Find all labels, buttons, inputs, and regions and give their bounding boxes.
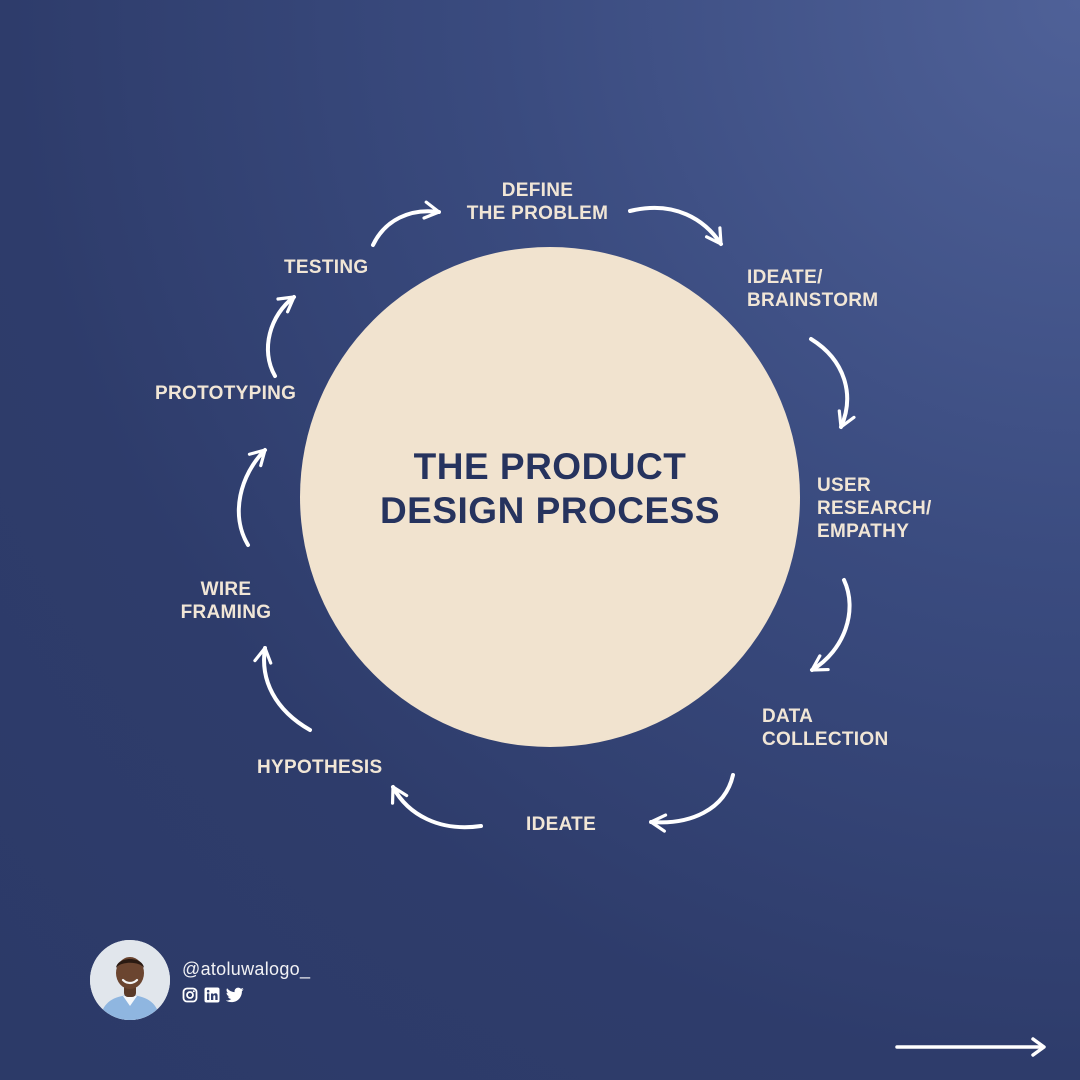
linkedin-icon[interactable] [204,987,220,1003]
avatar-portrait-icon [90,940,170,1020]
arrow-prototyping-to-testing-icon [265,295,296,378]
step-user-research-empathy: USER RESEARCH/ EMPATHY [817,474,932,543]
avatar [90,940,170,1020]
instagram-icon[interactable] [182,987,198,1003]
step-research-line-2: RESEARCH/ [817,498,932,519]
step-data-line-1: DATA [762,706,814,727]
step-define-line-1: DEFINE [501,180,574,201]
step-data-collection: DATA COLLECTION [762,705,889,751]
arrow-research-to-data-icon [810,578,852,672]
step-hypothesis: HYPOTHESIS [257,756,382,779]
step-prototyping-line-1: PROTOTYPING [155,383,297,404]
arrow-define-to-brainstorm-icon [628,205,723,246]
center-circle [300,247,800,747]
arrow-hypothesis-to-wireframing-icon [253,646,312,732]
twitter-icon[interactable] [225,987,244,1003]
step-wireframing-line-2: FRAMING [180,602,272,623]
step-wireframing-line-1: WIRE [200,579,252,600]
author-handle[interactable]: @atoluwalogo_ [182,959,311,979]
step-research-line-1: USER [817,475,871,496]
arrow-testing-to-define-icon [371,200,441,247]
diagram-title: THE PRODUCT DESIGN PROCESS [300,445,800,533]
arrow-brainstorm-to-research-icon [809,337,856,429]
step-prototyping: PROTOTYPING [155,382,296,405]
step-wire-framing: WIRE FRAMING [170,578,282,624]
step-brainstorm-line-2: BRAINSTORM [747,290,879,311]
arrow-ideate-to-hypothesis-icon [390,785,483,830]
step-define-the-problem: DEFINE THE PROBLEM [455,179,620,225]
step-ideate-brainstorm: IDEATE/ BRAINSTORM [747,266,878,312]
step-data-line-2: COLLECTION [762,729,889,750]
arrow-data-to-ideate-icon [649,773,735,833]
step-define-line-2: THE PROBLEM [466,203,609,224]
step-ideate: IDEATE [526,813,596,836]
arrow-wireframing-to-prototyping-icon [236,448,267,547]
step-ideate-line-1: IDEATE [526,814,597,835]
title-line-2: DESIGN PROCESS [379,490,721,531]
arrow-right-icon[interactable] [895,1036,1050,1058]
title-line-1: THE PRODUCT [413,446,687,487]
step-research-line-3: EMPATHY [817,521,910,542]
step-testing-line-1: TESTING [284,257,369,278]
step-testing: TESTING [284,256,368,279]
step-hypothesis-line-1: HYPOTHESIS [257,757,383,778]
step-brainstorm-line-1: IDEATE/ [747,267,823,288]
